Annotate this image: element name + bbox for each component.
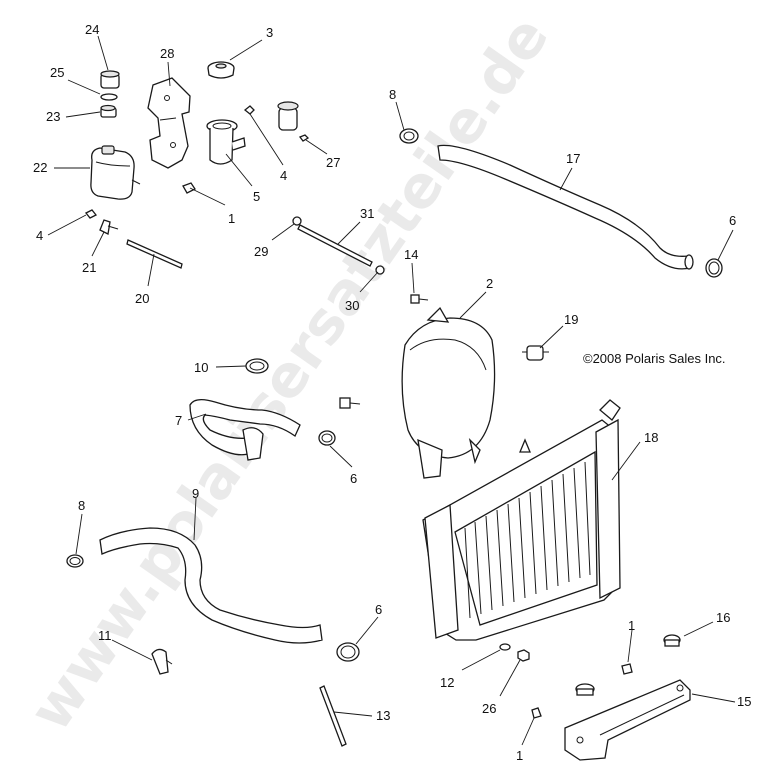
label-15: 15 [737, 694, 751, 709]
label-29: 29 [254, 244, 268, 259]
label-27: 27 [326, 155, 340, 170]
label-9: 9 [192, 486, 199, 501]
label-5: 5 [253, 189, 260, 204]
label-17: 17 [566, 151, 580, 166]
part-6-clamp-middle [318, 430, 336, 446]
label-20: 20 [135, 291, 149, 306]
label-8-top: 8 [389, 87, 396, 102]
label-8-lower: 8 [78, 498, 85, 513]
label-1-bottom: 1 [516, 748, 523, 763]
part-17-upper-hose [437, 144, 691, 270]
part-19-mount [522, 345, 549, 361]
part-25-ring [100, 93, 118, 101]
part-1-bolt-bottom [531, 707, 542, 719]
label-28: 28 [160, 46, 174, 61]
part-29-clamp [292, 216, 302, 226]
label-4-top: 4 [280, 168, 287, 183]
part-13-pin [319, 685, 347, 747]
label-16: 16 [716, 610, 730, 625]
part-15-bracket [564, 679, 691, 761]
label-4-left: 4 [36, 228, 43, 243]
part-14-bolt [410, 294, 429, 304]
part-6-clamp-lower [336, 642, 360, 662]
label-31: 31 [360, 206, 374, 221]
label-26: 26 [482, 701, 496, 716]
part-connector [339, 397, 361, 409]
part-24-cap [100, 70, 120, 89]
part-11-clip [151, 648, 173, 675]
label-22: 22 [33, 160, 47, 175]
part-31-hose [297, 224, 373, 267]
label-19: 19 [564, 312, 578, 327]
part-4-screw-top [243, 105, 255, 115]
part-9-hose [99, 527, 323, 644]
part-16-grommet [663, 634, 681, 647]
label-1-right: 1 [628, 618, 635, 633]
part-6-clamp-right [705, 258, 723, 278]
part-26-nut [517, 649, 530, 662]
part-18-radiator [422, 399, 621, 641]
label-24: 24 [85, 22, 99, 37]
part-4-clip-left [84, 209, 98, 219]
part-21-fitting [99, 219, 119, 235]
part-2-fan-shroud [401, 306, 496, 479]
part-15-grommet [575, 683, 595, 696]
label-21: 21 [82, 260, 96, 275]
part-1-bolt-right [621, 663, 633, 675]
label-30: 30 [345, 298, 359, 313]
part-3-radiator-cap [207, 61, 235, 79]
part-20-hose [126, 239, 183, 269]
part-22-reservoir-tank [90, 145, 141, 200]
label-25: 25 [50, 65, 64, 80]
part-1-bolt-top [182, 182, 196, 194]
part-12-washer [499, 643, 511, 651]
part-28-bracket [147, 77, 191, 169]
copyright-notice: ©2008 Polaris Sales Inc. [583, 351, 726, 366]
label-6-lower: 6 [375, 602, 382, 617]
part-10-clamp [245, 358, 269, 374]
label-23: 23 [46, 109, 60, 124]
label-1-top: 1 [228, 211, 235, 226]
part-7-hose [189, 398, 301, 456]
part-27-bottle [277, 101, 310, 142]
label-6-right: 6 [729, 213, 736, 228]
label-14: 14 [404, 247, 418, 262]
label-6-middle: 6 [350, 471, 357, 486]
label-3: 3 [266, 25, 273, 40]
part-23-bushing [100, 104, 117, 118]
part-8-clamp-lower [66, 554, 84, 568]
label-18: 18 [644, 430, 658, 445]
label-13: 13 [376, 708, 390, 723]
label-10: 10 [194, 360, 208, 375]
label-7: 7 [175, 413, 182, 428]
label-12: 12 [440, 675, 454, 690]
part-5-filler-neck [206, 119, 246, 165]
label-11: 11 [98, 628, 112, 643]
part-8-clamp-top [399, 128, 419, 144]
label-2: 2 [486, 276, 493, 291]
leader-lines [47, 35, 736, 746]
